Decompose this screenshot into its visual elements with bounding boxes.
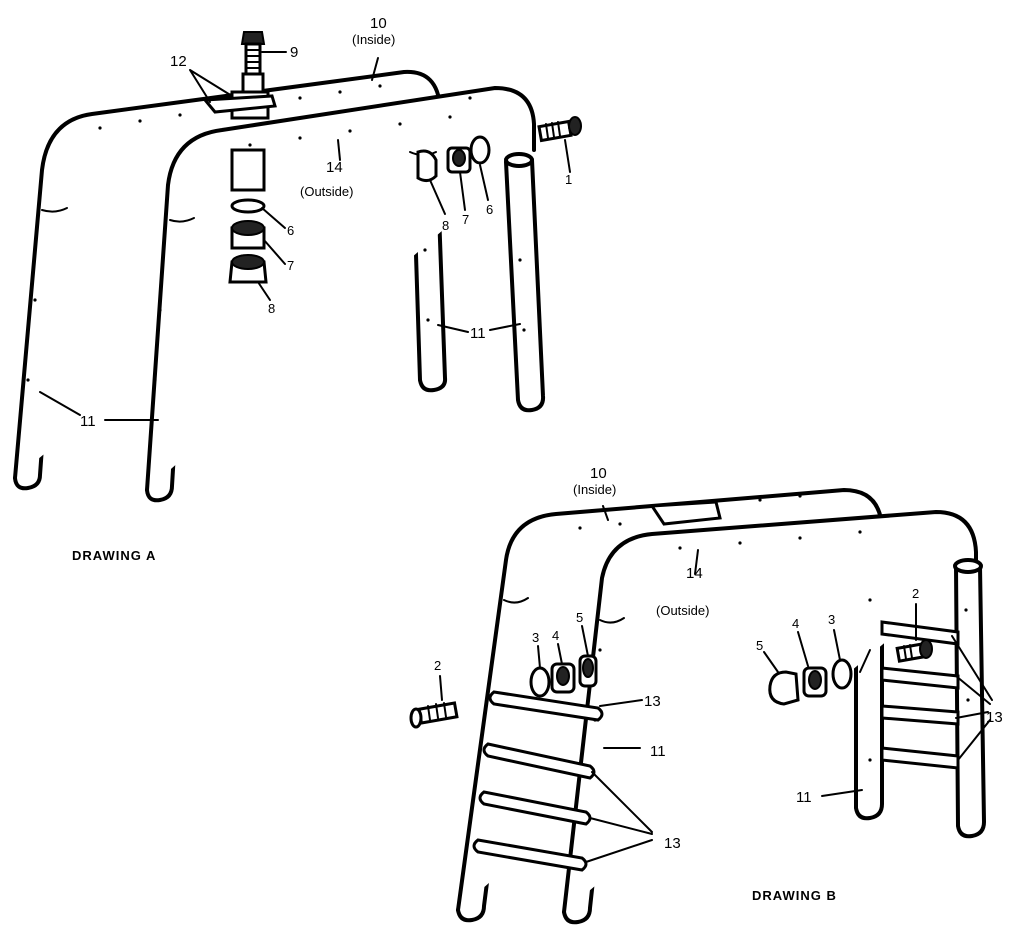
drawing-b-label-inner-bar: 14 bbox=[686, 565, 703, 582]
drawing-b-leg-front-right bbox=[954, 564, 986, 839]
drawing-a-washer-lower bbox=[230, 198, 266, 214]
drawing-a-label-nut-lower: 8 bbox=[268, 301, 275, 316]
drawing-a-washer-side bbox=[469, 135, 491, 165]
drawing-a-label-lockwasher-side: 7 bbox=[462, 212, 469, 227]
drawing-a: 10 (Inside) 12 9 14 (Outside) 1 6 7 8 6 … bbox=[13, 15, 582, 563]
drawing-a-rivets bbox=[26, 84, 526, 382]
drawing-a-top-bolt bbox=[240, 31, 266, 94]
drawing-b-bolt-left bbox=[409, 701, 459, 729]
drawing-b-label-lockwasher-right: 4 bbox=[792, 616, 799, 631]
drawing-b-rung bbox=[880, 666, 960, 690]
drawing-b-washer-left bbox=[529, 666, 551, 698]
drawing-b-caption: DRAWING B bbox=[752, 888, 837, 903]
drawing-b-rivets bbox=[578, 494, 970, 762]
drawing-a-nut-lower bbox=[228, 254, 268, 284]
drawing-a-label-inner-bar-note: (Outside) bbox=[300, 184, 353, 199]
drawing-a-label-top-bolt: 9 bbox=[290, 44, 298, 61]
drawing-b-rung bbox=[488, 690, 604, 722]
drawing-b-rungs-right bbox=[880, 620, 960, 770]
drawing-b-lockwasher-right bbox=[802, 666, 828, 698]
drawing-a-label-nut-side: 8 bbox=[442, 218, 449, 233]
drawing-a-nut-side bbox=[416, 149, 438, 183]
drawing-a-label-lockwasher-lower: 7 bbox=[287, 258, 294, 273]
drawing-b-rung bbox=[482, 742, 596, 780]
drawing-b-label-nut-right: 5 bbox=[756, 638, 763, 653]
drawing-b-label-lockwasher-left: 4 bbox=[552, 628, 559, 643]
drawing-a-label-inner-bar: 14 bbox=[326, 159, 343, 176]
drawing-a-label-leg-right: 11 bbox=[470, 325, 486, 342]
drawing-b-nut-left bbox=[578, 654, 598, 688]
drawing-b-lockwasher-left bbox=[550, 662, 576, 694]
drawing-b-washer-right bbox=[831, 658, 853, 690]
drawing-b-label-rungs-left: 13 bbox=[664, 835, 681, 852]
drawing-b-label-rung-top-left: 13 bbox=[644, 693, 661, 710]
drawing-a-side-bolt bbox=[537, 116, 582, 143]
drawing-a-lockwasher-lower bbox=[230, 220, 266, 250]
drawing-b-label-outer-bar-note: (Inside) bbox=[573, 482, 616, 497]
drawing-b-label-washer-left: 3 bbox=[532, 630, 539, 645]
drawing-b-label-leg-right: 11 bbox=[796, 789, 812, 806]
drawing-b-label-inner-bar-note: (Outside) bbox=[656, 603, 709, 618]
drawing-b-label-bolt-left: 2 bbox=[434, 658, 441, 673]
drawing-a-label-washer-lower: 6 bbox=[287, 223, 294, 238]
drawing-b-rung bbox=[880, 746, 960, 770]
drawing-a-label-bracket: 12 bbox=[170, 53, 187, 70]
drawing-b-rung bbox=[478, 790, 592, 826]
drawing-a-caption: DRAWING A bbox=[72, 548, 156, 563]
drawing-a-label-washer-side: 6 bbox=[486, 202, 493, 217]
drawing-a-label-leg-left: 11 bbox=[80, 413, 96, 430]
drawing-a-label-side-bolt: 1 bbox=[565, 172, 572, 187]
drawing-a-label-outer-bar: 10 bbox=[370, 15, 387, 32]
drawing-b-label-bolt-right: 2 bbox=[912, 586, 919, 601]
drawing-a-lockwasher-side bbox=[446, 146, 472, 174]
drawing-b-inner-top bbox=[562, 510, 978, 914]
drawing-b-label-outer-bar: 10 bbox=[590, 465, 607, 482]
drawing-b-label-rungs-right: 13 bbox=[986, 709, 1003, 726]
drawing-b-clamp bbox=[649, 500, 722, 526]
drawing-b-label-leg-left: 11 bbox=[650, 743, 666, 760]
drawing-b-leaders bbox=[439, 505, 993, 863]
drawing-a-bracket bbox=[201, 94, 277, 114]
drawing-b-label-nut-left: 5 bbox=[576, 610, 583, 625]
drawing-a-leg-front-right bbox=[504, 158, 546, 413]
drawing-b: 10 (Inside) 14 (Outside) 2 3 4 5 13 11 1… bbox=[409, 465, 1003, 925]
drawing-a-label-outer-bar-note: (Inside) bbox=[352, 32, 395, 47]
drawing-b-rung bbox=[880, 620, 960, 646]
drawing-b-rung bbox=[880, 704, 960, 726]
drawing-b-bolt-right bbox=[895, 639, 933, 663]
drawing-b-nut-right bbox=[768, 670, 800, 706]
drawing-a-leaders bbox=[39, 51, 571, 421]
drawing-b-rungs-left bbox=[472, 690, 604, 872]
drawing-b-rung bbox=[472, 838, 588, 872]
drawing-b-label-washer-right: 3 bbox=[828, 612, 835, 627]
